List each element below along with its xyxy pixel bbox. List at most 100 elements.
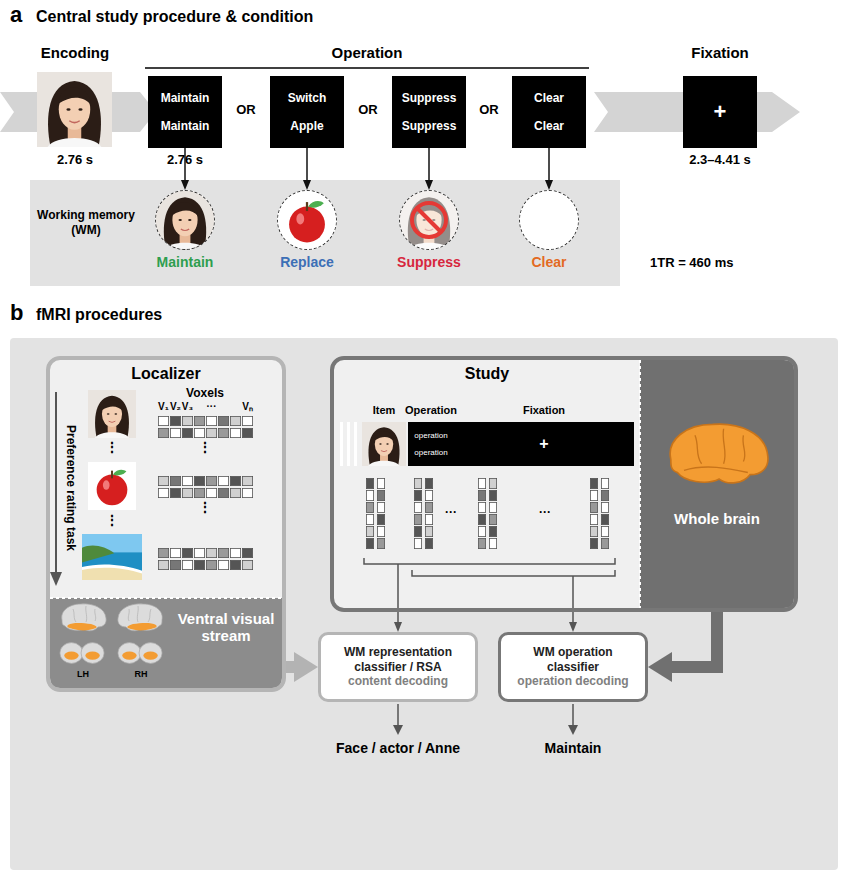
memory-panel: Working memory (WM) Maintain Replace Suppre…: [30, 180, 620, 286]
output-arrow: [393, 704, 403, 735]
whole-brain-region: Whole brain: [640, 360, 794, 608]
memory-state: Maintain: [140, 190, 230, 270]
arrow-connector: [397, 612, 399, 626]
operation-word: operation: [414, 431, 447, 440]
figure-label: Operation: [405, 404, 457, 417]
memory-circle: [519, 190, 579, 250]
fixation-box: +: [683, 76, 757, 148]
output-arrow: [568, 704, 578, 735]
figure-label: ···: [539, 506, 551, 520]
figure-label: Fixation: [523, 404, 565, 417]
operation-word: Clear: [534, 119, 564, 133]
figure-label: V₃: [182, 401, 193, 413]
classifier-text: WM representation classifier / RSA: [329, 645, 467, 674]
operation-word: operation: [414, 448, 447, 457]
figure-label: Face / actor / Anne: [336, 740, 460, 756]
figure-label: fMRI procedures: [36, 306, 162, 324]
arrow-connector: [666, 608, 717, 667]
operation-word: Maintain: [161, 119, 210, 133]
figure-label: 1TR = 460 ms: [650, 256, 733, 271]
face-picture: [37, 72, 112, 147]
operation-box: SuppressSuppress: [392, 76, 466, 148]
figure-label: ···: [445, 506, 457, 520]
classifier-text: operation decoding: [517, 674, 628, 688]
face-picture: [88, 390, 136, 438]
voxel-column: [478, 478, 485, 548]
voxel-column: [414, 478, 421, 548]
operation-word: Switch: [288, 91, 327, 105]
figure-label: RH: [135, 669, 148, 679]
figure-label: Preference rating task: [63, 425, 77, 551]
memory-state: Replace: [262, 190, 352, 270]
voxel-row: [158, 416, 252, 425]
brain-picture: [62, 604, 106, 631]
arrow-connector: [572, 612, 574, 626]
panel-heading: Working memory (WM): [36, 208, 136, 238]
memory-circle: [155, 190, 215, 250]
prohibition-sign: [412, 203, 446, 237]
figure-label: OR: [358, 103, 378, 118]
voxel-column: [590, 478, 597, 548]
box-ground: [330, 356, 798, 612]
arrow-connector: [306, 148, 308, 184]
figure-label: Operation: [332, 44, 403, 61]
memory-state: Clear: [504, 190, 594, 270]
figure-label: Central study procedure & condition: [36, 8, 313, 26]
box-heading: Study: [334, 365, 640, 383]
operation-box: SwitchApple: [270, 76, 344, 148]
dotted-divider: [50, 597, 282, 599]
face-picture: [155, 190, 215, 250]
circle-ground: [155, 190, 215, 250]
memory-state: Suppress: [384, 190, 474, 270]
order-arrow: [50, 392, 62, 586]
figure-label: ⋮: [105, 512, 119, 528]
voxel-row: [158, 488, 252, 497]
figure-label: a: [10, 2, 22, 27]
voxel-column: [366, 478, 373, 548]
figure-label: V₁: [158, 401, 169, 413]
memory-panel-ground: [30, 180, 620, 286]
fixation-cross: +: [539, 435, 548, 453]
study-box: Study operation operation + Whole brain: [330, 356, 798, 612]
brain-picture: [118, 643, 162, 664]
figure-label: Voxels: [186, 387, 224, 401]
arrow-connector: [548, 148, 550, 184]
figure-label: ⋮: [105, 439, 119, 455]
figure-label: Vₙ: [242, 401, 253, 413]
voxel-row: [158, 560, 252, 569]
face-picture: [362, 422, 406, 466]
brain-picture: [670, 424, 768, 483]
voxel-column: [601, 478, 608, 548]
region-name: Ventral visual stream: [176, 610, 276, 645]
classifier-box: WM operation classifieroperation decodin…: [498, 632, 648, 702]
voxel-row: [158, 476, 252, 485]
classifier-text: WM operation classifier: [509, 645, 637, 674]
face-picture: [399, 190, 459, 250]
bracket-line: [364, 558, 615, 612]
condition-name: Maintain: [157, 254, 214, 270]
operation-word: Suppress: [402, 91, 457, 105]
circle-ground: [399, 190, 459, 250]
figure-label: 2.76 s: [57, 153, 93, 168]
voxel-column: [377, 478, 384, 548]
operation-word: Clear: [534, 91, 564, 105]
figure-label: Maintain: [545, 740, 602, 756]
condition-name: Replace: [280, 254, 334, 270]
apple-picture: [279, 192, 335, 248]
brain-picture: [60, 643, 104, 664]
figure-label: V₂: [170, 401, 181, 413]
operation-word: Suppress: [402, 119, 457, 133]
memory-circle: [277, 190, 337, 250]
voxel-column: [489, 478, 496, 548]
arrow-connector: [428, 148, 430, 184]
figure-label: Encoding: [41, 44, 109, 61]
figure-label: OR: [479, 103, 499, 118]
fixation-cross: +: [714, 99, 727, 125]
region-ground: [50, 598, 282, 688]
condition-name: Clear: [531, 254, 566, 270]
classifier-box: WM representation classifier / RSAconten…: [318, 632, 478, 702]
brain-picture: [118, 604, 162, 631]
region-ground: [640, 360, 794, 608]
box-heading: Localizer: [50, 365, 282, 383]
region-name: Whole brain: [640, 510, 794, 527]
